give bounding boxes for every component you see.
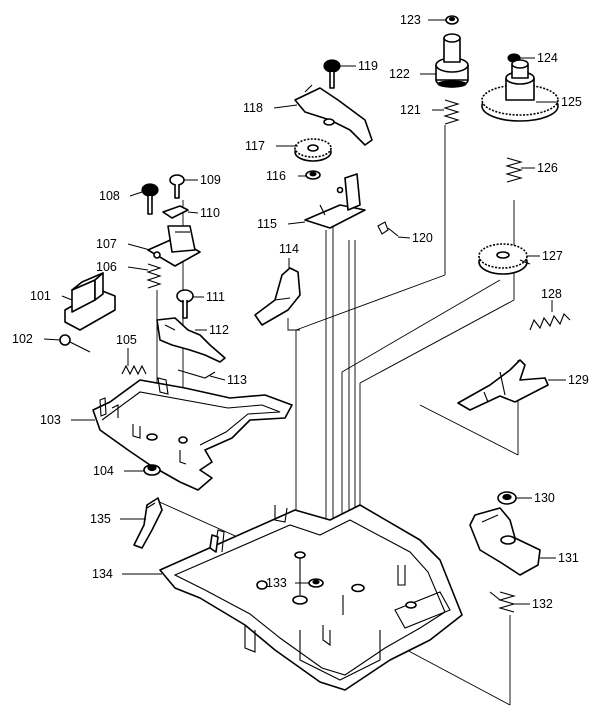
label-101: 101 — [30, 289, 51, 303]
label-105: 105 — [116, 333, 137, 347]
label-104: 104 — [93, 464, 114, 478]
part-126-spring — [504, 157, 524, 183]
label-128: 128 — [541, 287, 562, 301]
label-115: 115 — [257, 217, 277, 231]
part-120-spring — [377, 221, 399, 237]
label-124: 124 — [537, 51, 558, 65]
part-103-sub-chassis — [92, 377, 293, 491]
label-103: 103 — [40, 413, 61, 427]
part-119-screw — [323, 59, 341, 89]
label-102: 102 — [12, 332, 33, 346]
part-111-screw — [176, 289, 194, 319]
part-113-lever — [177, 369, 216, 379]
part-101-block — [64, 272, 116, 331]
part-134-main-chassis — [159, 504, 463, 691]
label-127: 127 — [542, 249, 563, 263]
label-110: 110 — [200, 206, 220, 220]
label-114: 114 — [279, 242, 299, 256]
part-115-slider-bracket — [304, 173, 366, 229]
label-129: 129 — [568, 373, 589, 387]
part-123-washer — [445, 15, 459, 25]
part-121-spring — [443, 99, 460, 125]
label-116: 116 — [266, 169, 286, 183]
label-135: 135 — [90, 512, 111, 526]
part-125-large-gear — [481, 59, 559, 122]
part-106-spring — [146, 263, 162, 289]
part-130-washer — [497, 491, 517, 505]
label-117: 117 — [245, 139, 265, 153]
part-108-screw — [141, 183, 159, 215]
part-133-washer — [308, 578, 324, 588]
label-122: 122 — [389, 67, 410, 81]
part-131-clamp — [469, 507, 541, 576]
label-112: 112 — [209, 323, 229, 337]
part-number-labels: 101 102 103 104 105 106 107 108 109 110 … — [12, 13, 589, 611]
label-107: 107 — [96, 237, 117, 251]
part-104-collar — [143, 464, 161, 476]
label-132: 132 — [532, 597, 553, 611]
part-109-screw — [169, 174, 185, 199]
label-133: 133 — [266, 576, 287, 590]
assembly-guide-lines — [154, 125, 519, 706]
label-131: 131 — [558, 551, 579, 565]
label-130: 130 — [534, 491, 555, 505]
part-112-arm-lever — [156, 317, 226, 363]
label-109: 109 — [200, 173, 221, 187]
part-129-slide-lever — [457, 359, 549, 411]
part-110-clip — [162, 205, 189, 219]
part-122-reel-hub — [435, 33, 469, 88]
label-111: 111 — [206, 290, 225, 304]
part-127-gear — [478, 243, 531, 275]
label-123: 123 — [400, 13, 421, 27]
label-120: 120 — [412, 231, 433, 245]
part-128-spring — [529, 313, 571, 331]
part-107-bracket — [147, 225, 201, 267]
label-106: 106 — [96, 260, 117, 274]
label-125: 125 — [561, 95, 582, 109]
label-118: 118 — [243, 101, 263, 115]
part-117-gear — [294, 138, 332, 162]
label-126: 126 — [537, 161, 558, 175]
label-113: 113 — [227, 373, 247, 387]
part-132-spring — [489, 591, 517, 613]
label-119: 119 — [358, 59, 378, 73]
label-121: 121 — [400, 103, 421, 117]
part-114-lever — [254, 267, 301, 326]
part-102-ring — [59, 334, 91, 353]
label-134: 134 — [92, 567, 113, 581]
label-leader-lines — [43, 19, 566, 605]
part-118-arm — [294, 84, 373, 146]
part-116-washer — [305, 170, 321, 180]
part-105-spring — [121, 364, 147, 376]
part-135-hook-lever — [133, 497, 163, 549]
label-108: 108 — [99, 189, 120, 203]
